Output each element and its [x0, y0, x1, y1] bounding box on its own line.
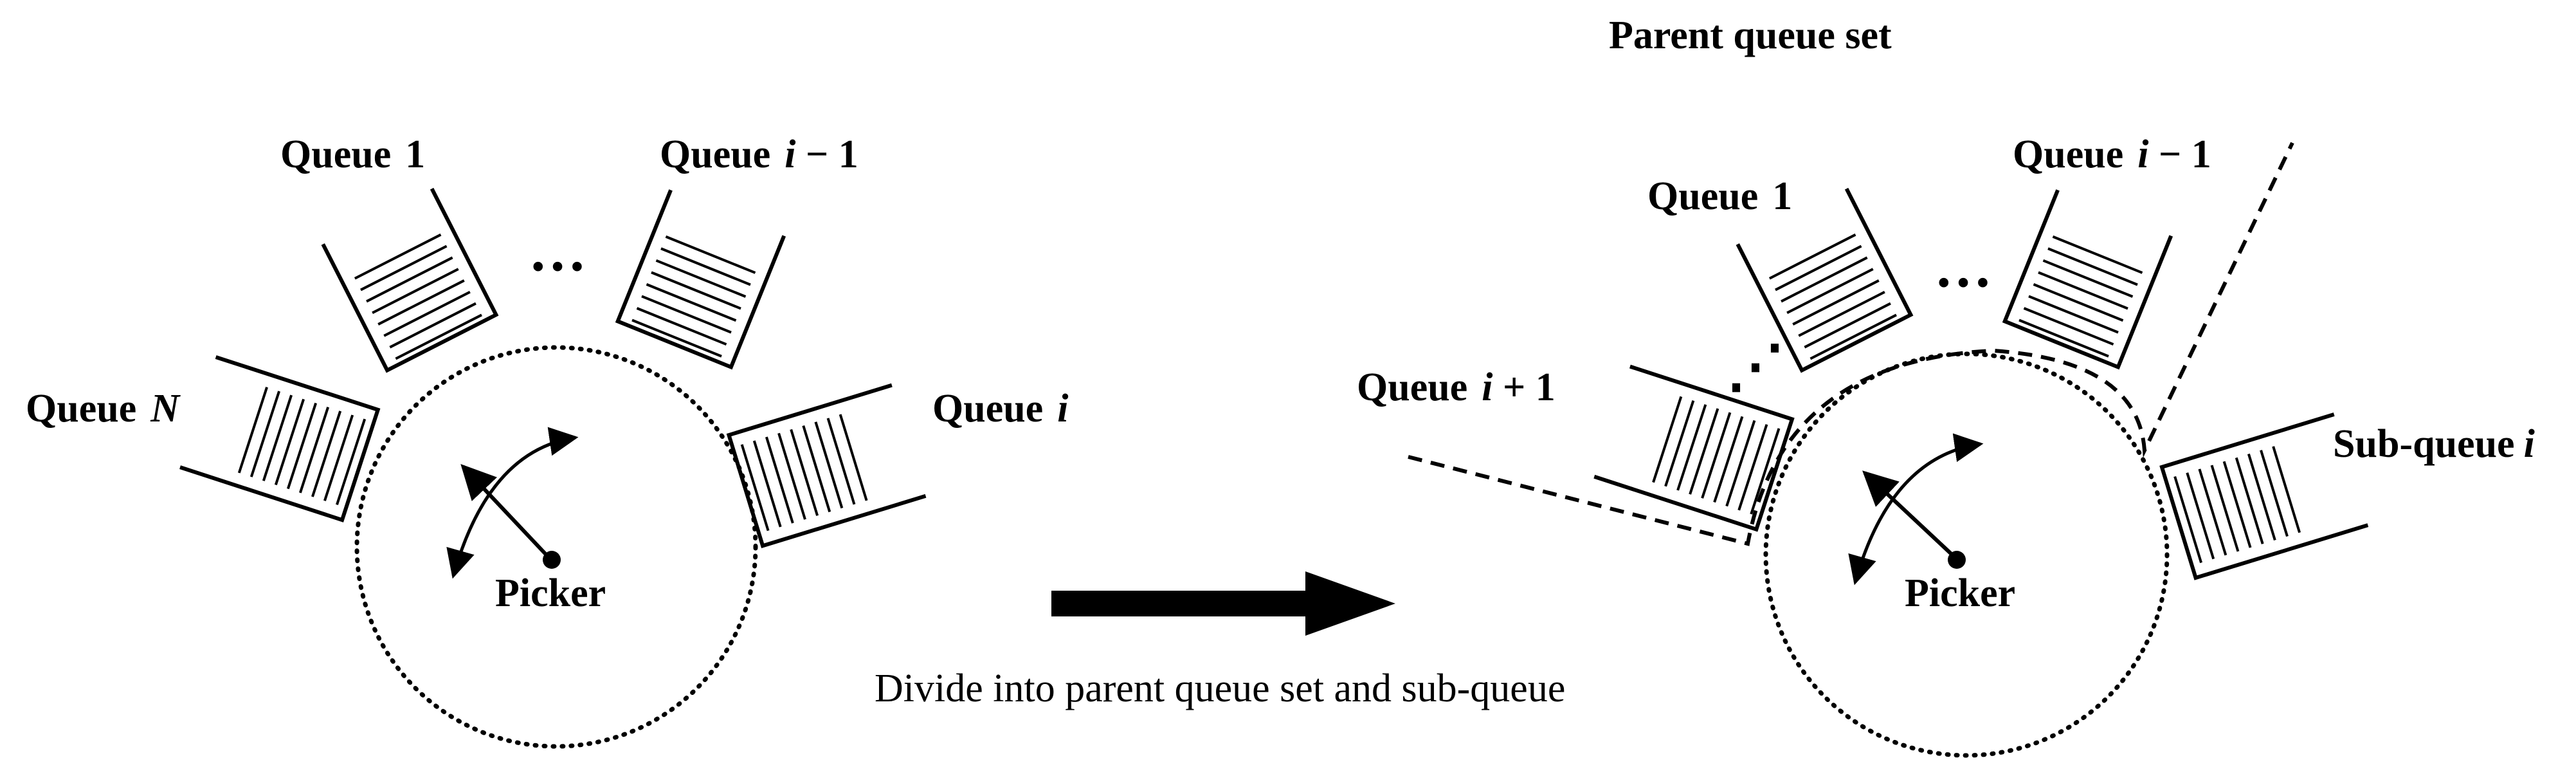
right-queue-i-minus-1: [2002, 189, 2173, 370]
left-picker-label: Picker: [495, 571, 606, 615]
right-picker-circle: [1763, 351, 2170, 758]
left-ellipsis: …: [529, 219, 586, 283]
right-queue-i-plus-1: [1593, 364, 1795, 532]
left-rotation-arrow: [446, 427, 579, 579]
right-sub-queue-i: [2159, 412, 2369, 580]
right-ellipsis: …: [1934, 236, 1992, 299]
transition-arrow-head: [1305, 571, 1395, 636]
transition-caption: Divide into parent queue set and sub-que…: [875, 667, 1565, 710]
right-parent-set-title: Parent queue set: [1609, 14, 1892, 57]
left-picker-arm: [460, 464, 552, 560]
left-queue-1: [321, 187, 499, 373]
right-ellipsis-diagonal: ⋰: [1727, 335, 1784, 399]
right-system: Picker: [1357, 14, 2535, 758]
transition-arrow-shaft: [1051, 591, 1315, 616]
right-picker-pivot: [1948, 551, 1966, 569]
right-picker-label: Picker: [1905, 571, 2015, 615]
left-system: Picker: [26, 133, 1068, 749]
left-picker-pivot: [543, 551, 561, 569]
left-picker-circle: [354, 345, 758, 749]
left-queue-i: [726, 383, 927, 548]
right-queue-1: [1736, 187, 1914, 373]
right-rotation-arrow: [1848, 433, 1984, 586]
right-picker-arm: [1862, 470, 1957, 559]
parent-set-boundary: [1408, 142, 2294, 546]
left-queue-i-minus-1: [615, 189, 786, 370]
left-queue-n: [179, 355, 381, 522]
transition-arrow: Divide into parent queue set and sub-que…: [875, 571, 1565, 710]
